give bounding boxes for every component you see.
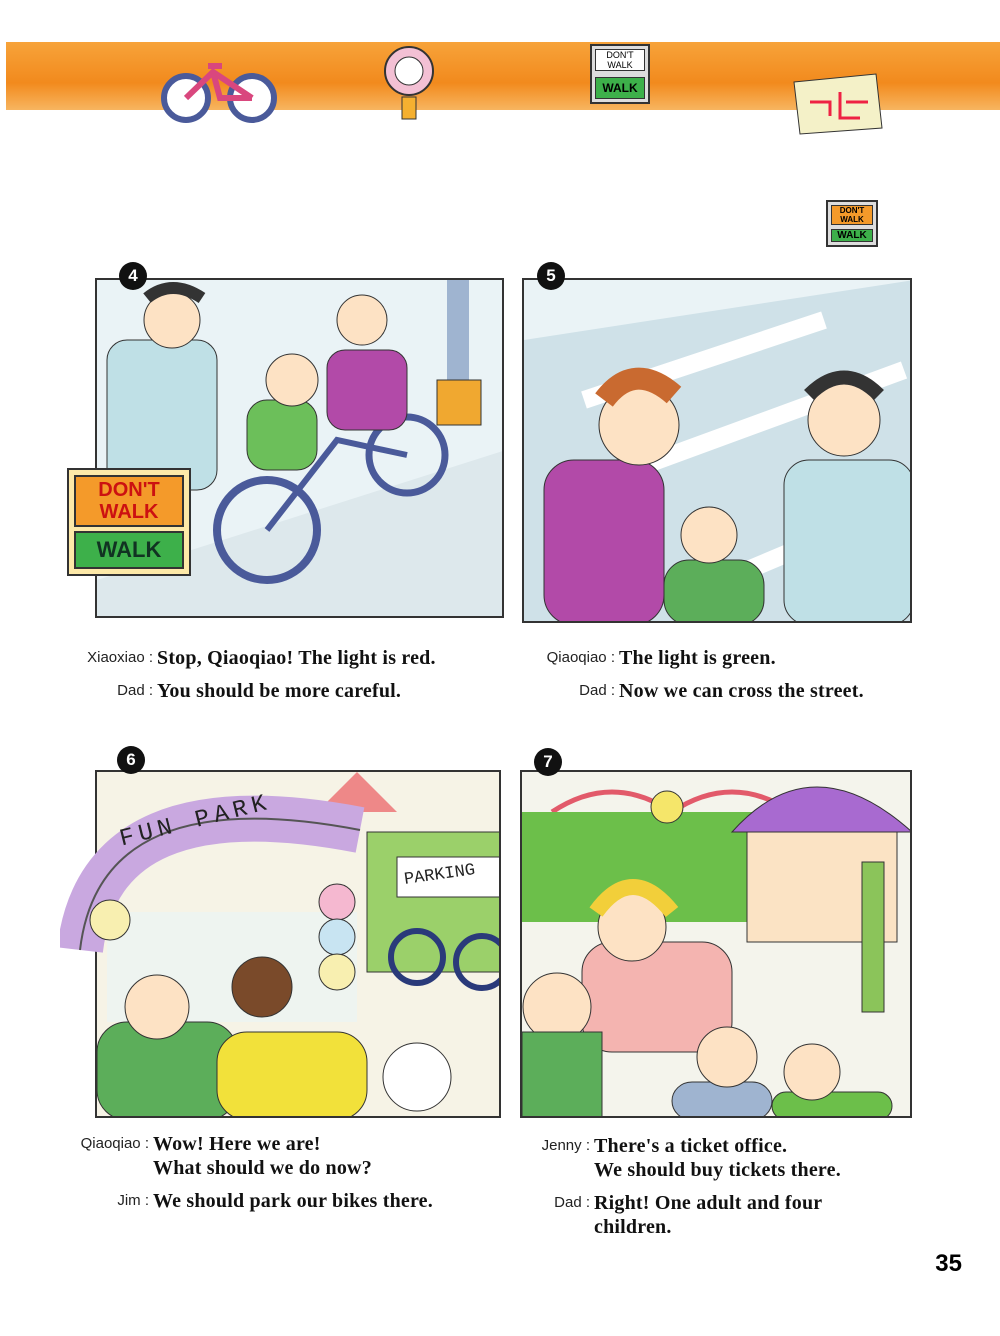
panel-5-dialogue: Qiaoqiao :The light is green. Dad :Now w… <box>522 646 864 712</box>
speaker: Dad : <box>554 1194 590 1211</box>
speaker: Dad : <box>117 682 153 699</box>
panel-4-dialogue: Xiaoxiao :Stop, Qiaoqiao! The light is r… <box>60 646 436 712</box>
line: You should be more careful. <box>157 680 402 702</box>
panel-5-illustration <box>522 278 912 623</box>
line: The light is green. <box>619 647 776 669</box>
line: Wow! Here we are! What should we do now? <box>153 1133 372 1179</box>
panel-number: 7 <box>534 748 562 776</box>
speaker: Xiaoxiao : <box>87 649 153 666</box>
map-icon <box>793 73 883 135</box>
panel-number: 4 <box>119 262 147 290</box>
speaker: Jim : <box>117 1192 149 1209</box>
line: We should park our bikes there. <box>153 1190 433 1212</box>
speaker: Qiaoqiao : <box>80 1135 149 1152</box>
page-number: 35 <box>935 1250 962 1277</box>
fun-park-arch <box>60 795 365 954</box>
panel-6-dialogue: Qiaoqiao :Wow! Here we are! What should … <box>55 1132 433 1222</box>
line: Now we can cross the street. <box>619 680 864 702</box>
bicycle-icon <box>161 63 277 123</box>
panel-number: 6 <box>117 746 145 774</box>
speaker: Qiaoqiao : <box>546 649 615 666</box>
panel-7-illustration <box>520 770 912 1118</box>
line: There's a ticket office. We should buy t… <box>594 1135 841 1181</box>
line: Right! One adult and four children. <box>594 1192 823 1238</box>
speaker: Jenny : <box>541 1137 590 1154</box>
speaker: Dad : <box>579 682 615 699</box>
turn-sign-icon <box>384 46 434 120</box>
panel-number: 5 <box>537 262 565 290</box>
line: Stop, Qiaoqiao! The light is red. <box>157 647 436 669</box>
panel-7-dialogue: Jenny :There's a ticket office. We shoul… <box>520 1134 841 1248</box>
